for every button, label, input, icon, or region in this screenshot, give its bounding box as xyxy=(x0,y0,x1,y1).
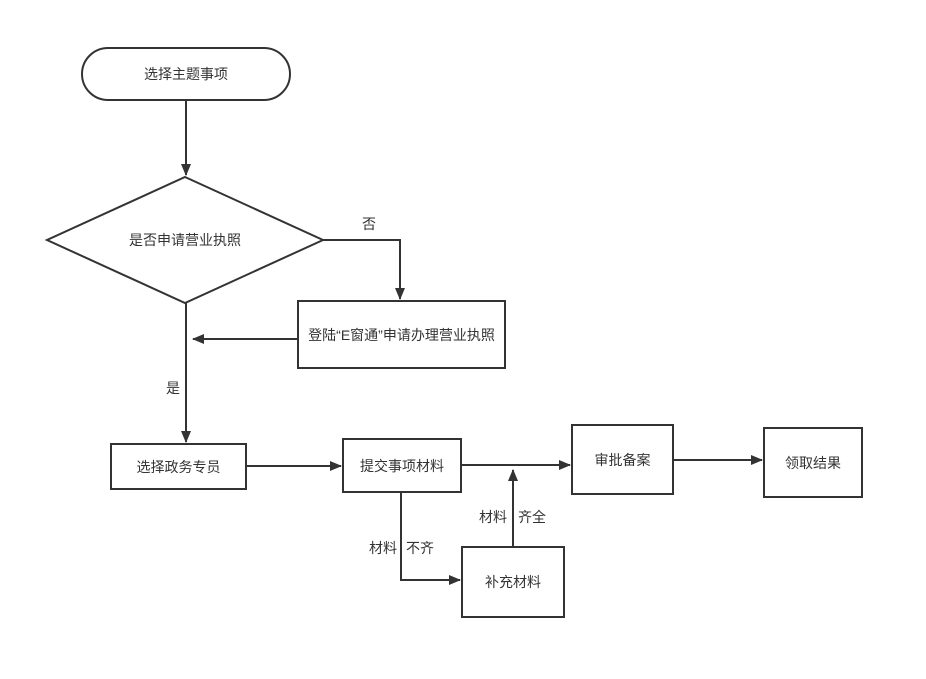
ewindow-process-shape xyxy=(297,300,506,369)
edge-submit-to-supplement xyxy=(400,492,461,585)
start-terminator-shape xyxy=(81,47,291,101)
supplement-process-shape xyxy=(461,546,565,618)
specialist-process-shape xyxy=(110,443,247,490)
approve-process-shape xyxy=(571,424,674,495)
result-process-shape xyxy=(763,427,863,498)
submit-process-shape xyxy=(342,438,462,493)
decision-diamond-shape xyxy=(44,175,326,305)
edge-decision-no-to-ewindow xyxy=(323,239,405,300)
